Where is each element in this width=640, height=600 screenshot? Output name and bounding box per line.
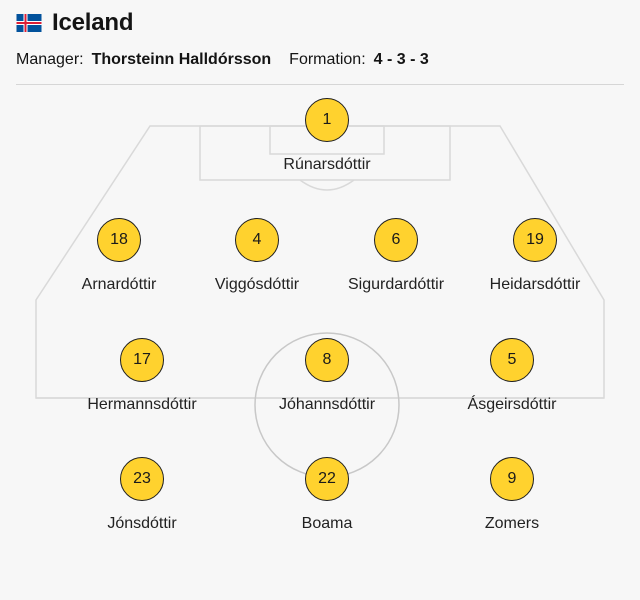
shirt-number-badge: 6 — [374, 218, 418, 262]
player-name: Sigurdardóttir — [347, 276, 445, 293]
player-defender-4[interactable]: 19 Heidarsdóttir — [450, 218, 620, 294]
player-midfielder-2[interactable]: 8 Jóhannsdóttir — [242, 338, 412, 414]
team-meta: Manager: Thorsteinn Halldórsson Formatio… — [16, 51, 447, 69]
player-name: Boama — [301, 515, 353, 532]
manager-label: Manager: — [16, 51, 84, 68]
player-name: Hermannsdóttir — [87, 396, 197, 413]
shirt-number-badge: 1 — [305, 98, 349, 142]
shirt-number-badge: 9 — [490, 457, 534, 501]
shirt-number-badge: 5 — [490, 338, 534, 382]
player-forward-1[interactable]: 23 Jónsdóttir — [57, 457, 227, 533]
shirt-number-badge: 19 — [513, 218, 557, 262]
player-midfielder-3[interactable]: 5 Ásgeirsdóttir — [427, 338, 597, 414]
shirt-number-badge: 18 — [97, 218, 141, 262]
shirt-number-badge: 4 — [235, 218, 279, 262]
player-name: Arnardóttir — [81, 276, 157, 293]
player-name: Jónsdóttir — [107, 515, 177, 532]
penalty-arc — [299, 179, 355, 191]
player-name: Ásgeirsdóttir — [467, 396, 557, 413]
formation-value: 4 - 3 - 3 — [373, 51, 429, 68]
manager-name: Thorsteinn Halldórsson — [91, 51, 272, 68]
player-name: Heidarsdóttir — [489, 276, 581, 293]
team-name: Iceland — [52, 9, 134, 36]
player-defender-1[interactable]: 18 Arnardóttir — [34, 218, 204, 294]
player-defender-3[interactable]: 6 Sigurdardóttir — [311, 218, 481, 294]
player-name: Jóhannsdóttir — [278, 396, 376, 413]
player-forward-2[interactable]: 22 Boama — [242, 457, 412, 533]
player-name: Rúnarsdóttir — [283, 156, 371, 173]
shirt-number-badge: 23 — [120, 457, 164, 501]
player-defender-2[interactable]: 4 Viggósdóttir — [172, 218, 342, 294]
player-forward-3[interactable]: 9 Zomers — [427, 457, 597, 533]
player-name: Viggósdóttir — [214, 276, 300, 293]
shirt-number-badge: 22 — [305, 457, 349, 501]
shirt-number-badge: 8 — [305, 338, 349, 382]
iceland-flag-icon — [16, 14, 42, 32]
header-divider — [16, 84, 624, 85]
formation-label: Formation: — [289, 51, 366, 68]
player-midfielder-1[interactable]: 17 Hermannsdóttir — [57, 338, 227, 414]
player-name: Zomers — [484, 515, 540, 532]
team-header: Iceland — [16, 9, 134, 37]
shirt-number-badge: 17 — [120, 338, 164, 382]
player-goalkeeper[interactable]: 1 Rúnarsdóttir — [242, 98, 412, 174]
